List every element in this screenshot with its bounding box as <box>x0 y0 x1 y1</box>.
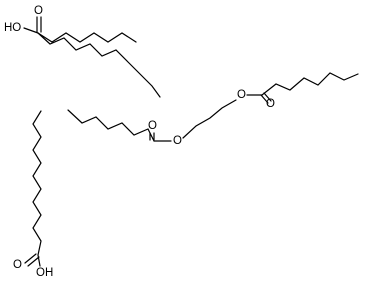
c-o-double-bond-1 <box>24 253 37 264</box>
c-o-double-bond-2 <box>27 256 40 267</box>
right-c-o-double-bond-2 <box>263 92 272 102</box>
decanoic-acid-top-chain <box>37 32 161 98</box>
butanediol-dioctanoate: O O O O <box>67 72 359 147</box>
dodecanoic-acid-left: O OH <box>13 110 53 279</box>
carbonyl-oxygen-label: O <box>34 5 43 17</box>
vertical-alkyl-chain <box>32 110 42 256</box>
hydroxyl-label: HO <box>4 22 21 34</box>
right-octanoyl-chain <box>261 72 359 96</box>
left-carbonyl-oxygen-label: O <box>148 120 157 132</box>
left-octanoyl-chain <box>67 109 155 142</box>
right-carbonyl-oxygen-label: O <box>266 98 275 110</box>
hydroxyl-label: OH <box>36 267 53 279</box>
left-ester-oxygen-label: O <box>173 135 182 147</box>
decanoic-acid-top: HO O <box>4 5 137 43</box>
butane-linker <box>182 99 237 139</box>
right-ester-oxygen-label: O <box>237 89 246 101</box>
decanoic-acid-zigzag <box>37 32 161 98</box>
right-c-o-double-bond-1 <box>260 94 269 104</box>
c-oh-bond <box>37 254 41 267</box>
carbonyl-oxygen-label: O <box>13 259 22 271</box>
alkyl-chain-main <box>37 32 137 43</box>
c-oh-bond <box>23 27 39 34</box>
